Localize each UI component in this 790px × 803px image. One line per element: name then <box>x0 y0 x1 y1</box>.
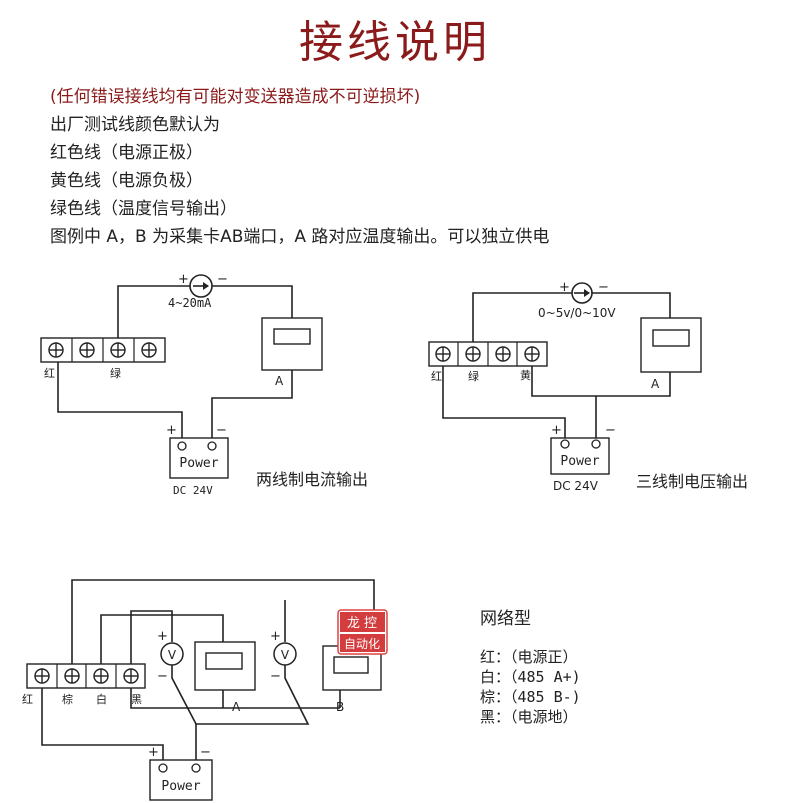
acquisition-card-a-2 <box>640 317 702 373</box>
voltmeter-1-minus: − <box>157 669 168 684</box>
legend-white: 白：（485 A+) <box>480 668 581 686</box>
terminal-block-1 <box>40 337 166 363</box>
svg-text:自动化: 自动化 <box>344 637 380 651</box>
power2-minus: − <box>605 423 616 438</box>
note-line-5: 图例中 A，B 为采集卡AB端口，A 路对应温度输出。可以独立供电 <box>50 227 550 247</box>
diagram-network: 红 棕 白 黑 V + − V + − A <box>22 579 388 801</box>
longkong-logo: 龙 控 自动化 <box>337 609 388 655</box>
diagram1-caption: 两线制电流输出 <box>256 470 368 489</box>
terminal-red-label: 红 <box>44 367 55 380</box>
terminal2-green-label: 绿 <box>468 369 479 383</box>
power-minus: − <box>216 423 227 438</box>
terminal3-black-label: 黑 <box>131 693 142 706</box>
power2-plus: + <box>551 423 562 438</box>
network-type-title: 网络型 <box>480 609 531 629</box>
power-label: Power <box>179 456 218 471</box>
voltmeter-2-label: V <box>281 648 290 662</box>
dc2-voltage-label: DC 24V <box>553 479 599 493</box>
power-plus: + <box>166 423 177 438</box>
meter2-plus: + <box>559 280 570 295</box>
terminal-block-2 <box>428 341 548 367</box>
card2-a-label: A <box>651 377 660 391</box>
meter2-range-label: 0~5v/0~10V <box>538 306 616 320</box>
voltmeter-2-minus: − <box>270 669 281 684</box>
terminal3-white-label: 白 <box>96 692 107 706</box>
power-supply-1 <box>169 437 229 479</box>
svg-text:龙 控: 龙 控 <box>347 616 377 631</box>
dc-voltage-label: DC 24V <box>173 484 213 497</box>
meter-range-label: 4~20mA <box>168 296 212 310</box>
voltmeter-1-plus: + <box>157 629 168 644</box>
acquisition-card-a-3 <box>194 641 256 691</box>
card3-b-label: B <box>336 700 344 714</box>
terminal2-yellow-label: 黄 <box>520 368 531 382</box>
note-line-4: 绿色线（温度信号输出） <box>50 199 237 219</box>
power3-minus: − <box>200 745 211 760</box>
diagram2-caption: 三线制电压输出 <box>636 472 748 491</box>
voltage-meter-icon <box>571 282 593 304</box>
power-supply-2 <box>550 437 610 475</box>
meter-minus: − <box>217 272 228 287</box>
warning-note: (任何错误接线均有可能对变送器造成不可逆损坏) <box>50 87 421 107</box>
card-a-label: A <box>275 374 284 388</box>
meter2-minus: − <box>598 280 609 295</box>
legend-red: 红：（电源正） <box>480 648 578 666</box>
note-line-2: 红色线（电源正极） <box>50 143 203 163</box>
page-title: 接线说明 <box>299 17 491 68</box>
meter-plus: + <box>178 272 189 287</box>
power3-label: Power <box>161 779 200 794</box>
voltmeter-icon-1 <box>160 642 184 666</box>
power-supply-3 <box>149 759 213 801</box>
voltmeter-icon-2 <box>273 642 297 666</box>
power2-label: Power <box>560 454 599 469</box>
terminal-green-label: 绿 <box>110 366 121 380</box>
power3-plus: + <box>148 745 159 760</box>
note-line-3: 黄色线（电源负极） <box>50 171 203 191</box>
acquisition-card-a <box>261 317 323 371</box>
voltmeter-2-plus: + <box>270 629 281 644</box>
terminal-block-3 <box>26 663 146 689</box>
current-meter-icon <box>189 274 213 298</box>
legend-brown: 棕：（485 B-) <box>480 688 581 706</box>
card3-a-label: A <box>232 700 241 714</box>
diagram-three-wire: 红 绿 黄 + − 0~5v/0~10V A + − Power DC 24V … <box>428 280 748 493</box>
terminal3-brown-label: 棕 <box>62 692 73 706</box>
terminal3-red-label: 红 <box>22 693 33 706</box>
note-line-1: 出厂测试线颜色默认为 <box>50 115 220 135</box>
voltmeter-1-label: V <box>168 648 177 662</box>
diagram-two-wire: 红 绿 + − 4~20mA A + − Power DC 24V <box>40 272 368 497</box>
terminal2-red-label: 红 <box>431 370 442 383</box>
legend-black: 黑：（电源地） <box>480 708 578 726</box>
